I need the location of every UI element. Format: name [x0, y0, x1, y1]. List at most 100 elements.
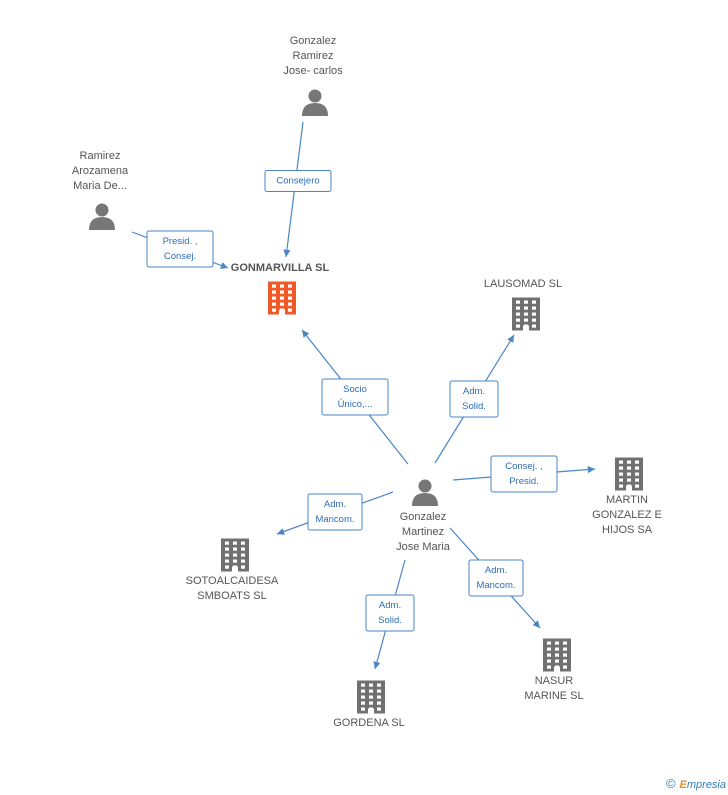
edge-label-text: Adm. [379, 600, 401, 611]
edge-label-box[interactable]: Adm. Mancom. [307, 493, 363, 531]
building-window [532, 318, 536, 322]
edge-label-border [468, 559, 524, 597]
building-window [272, 290, 276, 294]
edge-label-box[interactable]: Consejero [264, 170, 332, 192]
building-window [635, 460, 639, 464]
edge-label-box[interactable]: SocioÚnico,... [321, 378, 389, 416]
edge-label-box[interactable]: Adm.Solid. [449, 380, 499, 418]
edge-gonzalez-martinez-to-lausomad: Adm.Solid. [434, 334, 515, 464]
building-window [369, 695, 373, 699]
node-label: Martinez [402, 526, 444, 538]
node-label: Ramirez [80, 150, 121, 162]
node-label: Jose Maria [396, 541, 451, 553]
person-head [95, 203, 109, 217]
building-window [225, 547, 229, 551]
node-label: MARINE SL [524, 690, 583, 702]
node-label: SMBOATS SL [197, 590, 266, 602]
building-window [280, 284, 284, 288]
building-window [225, 565, 229, 569]
building-window [547, 659, 551, 663]
building-window [627, 466, 631, 470]
building-window [563, 665, 567, 669]
person-icon [412, 479, 438, 506]
building-window [288, 302, 292, 306]
edge-label-box[interactable]: Consej. ,Presid. [490, 455, 558, 493]
edge-gonzalez-ramirez-to-gonmarvilla: Consejero [264, 121, 332, 258]
building-window [547, 653, 551, 657]
building-window [288, 290, 292, 294]
building-icon [543, 638, 571, 672]
building-window [532, 324, 536, 328]
brand-initial: E [679, 779, 687, 791]
edge-gonzalez-martinez-to-martin-gonzalez: Consej. ,Presid. [452, 455, 596, 493]
building-window [635, 484, 639, 488]
edge-gonzalez-martinez-to-gonmarvilla: SocioÚnico,... [301, 329, 409, 465]
node-gonmarvilla[interactable]: GONMARVILLA SL [231, 262, 330, 315]
building-window [524, 312, 528, 316]
building-door [523, 325, 529, 331]
edge-label-text: Mancom. [315, 514, 354, 525]
building-window [233, 541, 237, 545]
edge-label-border [307, 493, 363, 531]
edge-label-box[interactable]: Adm.Mancom. [468, 559, 524, 597]
node-label: GORDENA SL [333, 717, 405, 729]
node-label: NASUR [535, 675, 574, 687]
building-window [241, 547, 245, 551]
node-label: Ramirez [293, 50, 334, 62]
building-window [233, 559, 237, 563]
edge-label-text: Adm. [463, 386, 485, 397]
edge-label-text: Adm. [324, 499, 346, 510]
building-window [361, 689, 365, 693]
person-icon [302, 89, 328, 116]
building-window [563, 653, 567, 657]
building-window [532, 312, 536, 316]
node-nasur[interactable]: NASUR MARINE SL [524, 638, 584, 703]
building-window [547, 665, 551, 669]
edge-gonzalez-martinez-to-sotoalcaidesa: Adm. Mancom. [276, 491, 394, 535]
building-window [225, 553, 229, 557]
building-window [627, 460, 631, 464]
building-window [225, 541, 229, 545]
node-lausomad[interactable]: LAUSOMAD SL [484, 278, 562, 331]
building-window [619, 478, 623, 482]
node-label: GONMARVILLA SL [231, 262, 330, 274]
building-window [619, 472, 623, 476]
building-window [635, 466, 639, 470]
building-window [361, 695, 365, 699]
person-head [308, 89, 322, 103]
edge-label-box[interactable]: Presid. ,Consej. [146, 230, 214, 268]
person-body [89, 217, 115, 230]
building-window [563, 641, 567, 645]
building-window [272, 296, 276, 300]
building-window [524, 318, 528, 322]
node-label: Arozamena [72, 165, 129, 177]
edge-label-text: Único,... [338, 399, 373, 410]
building-window [563, 659, 567, 663]
edge-label-text: Mancom. [476, 580, 515, 591]
edge-label-border [146, 230, 214, 268]
building-window [563, 647, 567, 651]
edge-gonzalez-martinez-to-nasur: Adm.Mancom. [449, 527, 541, 629]
node-gordena[interactable]: GORDENA SL [333, 680, 405, 730]
building-window [241, 565, 245, 569]
building-window [280, 296, 284, 300]
building-window [547, 647, 551, 651]
copyright-symbol: © [665, 776, 676, 791]
building-window [619, 460, 623, 464]
building-door [232, 566, 238, 572]
edge-label-box[interactable]: Adm.Solid. [365, 594, 415, 632]
edge-label-text: Consejero [276, 176, 319, 187]
building-window [516, 300, 520, 304]
node-label: HIJOS SA [602, 524, 653, 536]
edge-label-border [321, 378, 389, 416]
edge-gonzalez-martinez-to-gordena: Adm.Solid. [365, 559, 415, 670]
building-window [241, 553, 245, 557]
building-window [272, 308, 276, 312]
